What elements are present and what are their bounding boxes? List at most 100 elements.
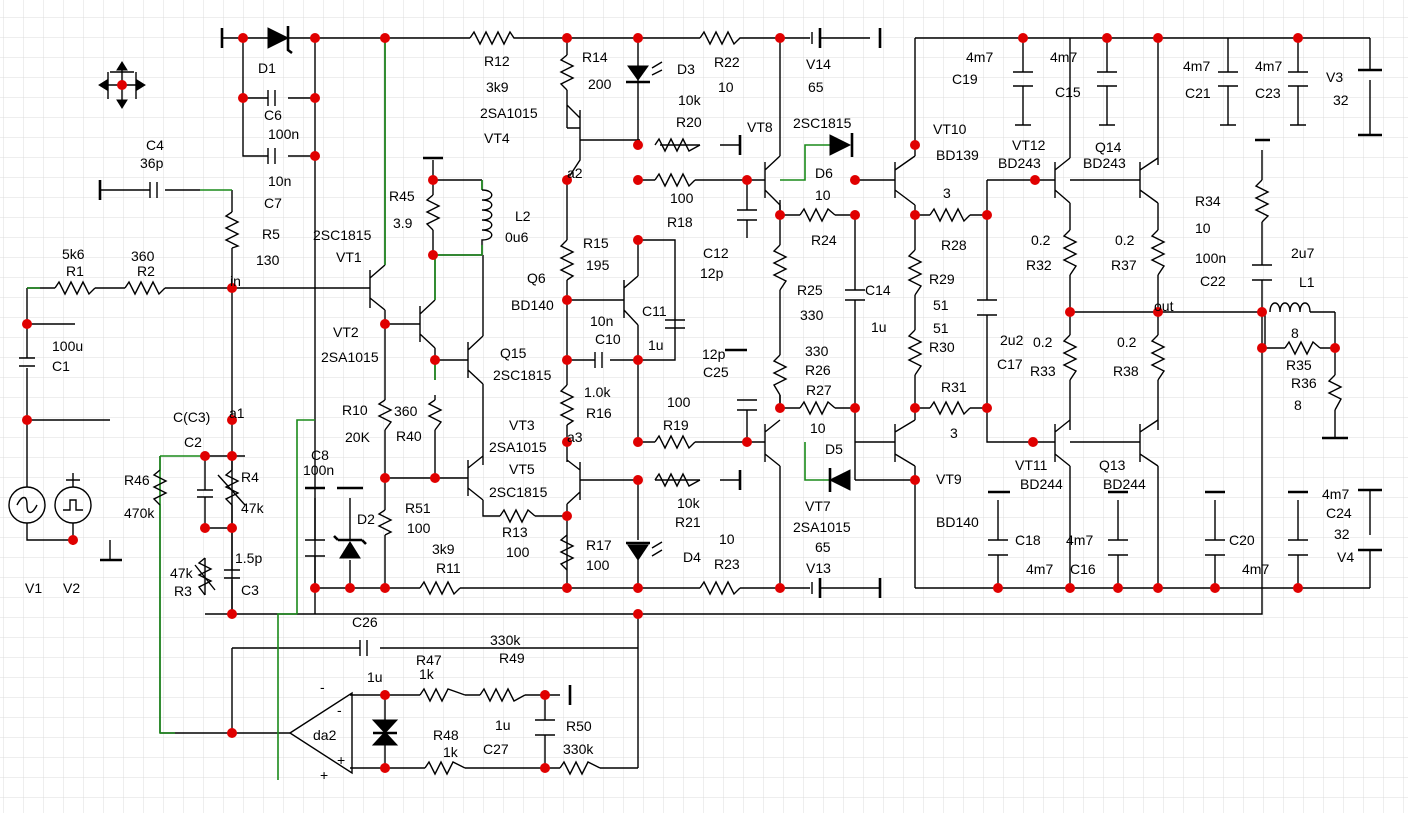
component-label: in (230, 273, 241, 289)
component-label: C8 (311, 447, 329, 463)
component-label: C7 (264, 195, 282, 211)
component-label: VT12 (1012, 137, 1046, 153)
component-label: V13 (806, 560, 831, 576)
component-label: 51 (933, 297, 949, 313)
component-label: R2 (137, 263, 155, 279)
component-label: R50 (566, 718, 592, 734)
component-label: R49 (499, 650, 525, 666)
component-label: BD139 (936, 147, 979, 163)
component-label: 12p (702, 346, 726, 362)
component-label: 4m7 (1242, 561, 1269, 577)
component-label: 1u (367, 669, 383, 685)
component-label: R21 (675, 514, 701, 530)
component-label: - (337, 702, 342, 718)
component-label: VT2 (333, 324, 359, 340)
component-label: 330 (800, 307, 824, 323)
component-label: 2SA1015 (489, 439, 547, 455)
component-label: V4 (1337, 549, 1354, 565)
component-label: C3 (241, 582, 259, 598)
component-label: 47k (170, 565, 194, 581)
component-label: VT7 (805, 498, 831, 514)
component-label: 32 (1333, 92, 1349, 108)
move-cross-icon[interactable] (98, 61, 146, 109)
component-label: 1u (648, 337, 664, 353)
component-label: 195 (586, 257, 610, 273)
component-label: 10n (590, 313, 613, 329)
green-wires (27, 38, 830, 780)
component-label: V2 (63, 580, 80, 596)
component-label: C22 (1200, 273, 1226, 289)
component-label: V3 (1326, 69, 1343, 85)
component-label: 4m7 (1183, 58, 1210, 74)
component-label: 100u (52, 338, 83, 354)
component-label: D6 (815, 165, 833, 181)
component-label: 330 (805, 343, 829, 359)
component-label: 0.2 (1115, 232, 1135, 248)
component-label: C10 (595, 331, 621, 347)
component-label: a2 (567, 165, 583, 181)
component-label: VT9 (936, 471, 962, 487)
component-label: R40 (396, 428, 422, 444)
component-label: 3 (950, 425, 958, 441)
component-label: 470k (124, 505, 155, 521)
component-label: 130 (256, 252, 280, 268)
component-label: R48 (433, 727, 459, 743)
component-label: 8 (1294, 397, 1302, 413)
component-label: Q13 (1099, 457, 1126, 473)
component-label: R1 (66, 263, 84, 279)
component-label: BD243 (998, 155, 1041, 171)
component-label: R51 (405, 500, 431, 516)
component-label: R22 (714, 54, 740, 70)
component-label: 2SC1815 (493, 367, 552, 383)
component-label: R32 (1026, 257, 1052, 273)
component-label: 100n (303, 462, 334, 478)
component-label: 1.5p (235, 550, 262, 566)
component-label: a3 (567, 429, 583, 445)
component-label: R20 (676, 114, 702, 130)
component-label: VT1 (336, 249, 362, 265)
component-label: R3 (174, 583, 192, 599)
component-label: da2 (313, 727, 337, 743)
component-label: C18 (1015, 532, 1041, 548)
component-label: C24 (1326, 505, 1352, 521)
component-label: 2u2 (1000, 332, 1024, 348)
component-label: R29 (929, 271, 955, 287)
component-label: R23 (714, 556, 740, 572)
component-label: Q6 (527, 270, 546, 286)
component-label: C2 (184, 434, 202, 450)
component-label: C1 (52, 358, 70, 374)
component-label: 10n (268, 173, 291, 189)
component-label: R15 (583, 235, 609, 251)
component-label: VT8 (747, 119, 773, 135)
component-label: 10k (678, 92, 702, 108)
component-label: 2SA1015 (793, 519, 851, 535)
component-label: R12 (484, 53, 510, 69)
component-label: 10 (719, 531, 735, 547)
component-label: 32 (1334, 526, 1350, 542)
component-label: C(C3) (173, 409, 210, 425)
component-label: L1 (1299, 274, 1315, 290)
component-label: 330k (490, 632, 521, 648)
component-label: R31 (941, 379, 967, 395)
component-label: VT10 (933, 121, 967, 137)
component-label: 360 (131, 248, 155, 264)
component-label: D3 (677, 61, 695, 77)
component-label: C20 (1229, 532, 1255, 548)
component-label: BD243 (1083, 155, 1126, 171)
component-label: C27 (483, 741, 509, 757)
component-label: C6 (264, 107, 282, 123)
component-label: a1 (229, 405, 245, 421)
component-label: 2SA1015 (321, 349, 379, 365)
component-label: 10k (677, 495, 701, 511)
component-label: R16 (586, 405, 612, 421)
component-label: 4m7 (966, 49, 993, 65)
component-label: + (320, 767, 328, 783)
component-label: 1u (871, 319, 887, 335)
component-label: BD140 (511, 297, 554, 313)
component-label: R4 (241, 469, 259, 485)
component-label: 2SC1815 (313, 227, 372, 243)
component-label: 12p (700, 265, 724, 281)
component-label: 0u6 (505, 229, 529, 245)
